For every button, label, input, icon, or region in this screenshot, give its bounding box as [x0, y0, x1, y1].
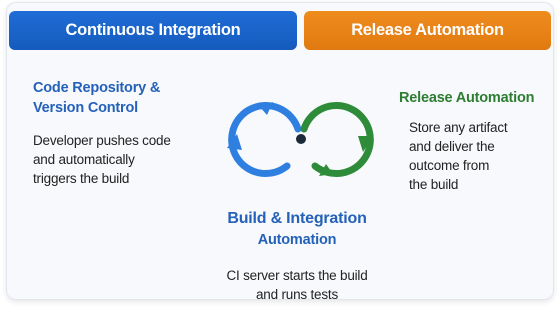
blue-loop-arc: [228, 102, 302, 178]
pipeline-card: Continuous Integration Release Automatio…: [6, 2, 554, 300]
green-loop-arrow-right: [358, 136, 373, 152]
green-loop-arrow-bottom: [319, 164, 333, 176]
release-automation-description-line-2: and deliver the: [409, 139, 495, 154]
tab-release-automation[interactable]: Release Automation: [304, 11, 551, 50]
release-automation-description-line-4: the build: [409, 177, 459, 192]
build-integration-description: CI server starts the build and runs test…: [167, 266, 427, 300]
tab-continuous-integration[interactable]: Continuous Integration: [9, 11, 297, 50]
tab-continuous-integration-label: Continuous Integration: [65, 21, 241, 39]
build-integration-description-line-2: and runs tests: [256, 287, 338, 300]
release-automation-description: Store any artifact and deliver the outco…: [409, 118, 508, 194]
code-repository-heading-line-1: Code Repository &: [33, 80, 161, 96]
build-integration-heading-line-1: Build & Integration: [227, 210, 367, 227]
blue-loop-arrow-left: [227, 134, 242, 150]
build-integration-heading-line-2: Automation: [257, 232, 337, 248]
code-repository-description-line-1: Developer pushes code: [33, 133, 171, 148]
tab-release-automation-label: Release Automation: [351, 21, 504, 39]
code-repository-heading-line-2: Version Control: [33, 100, 138, 116]
loop-center-node: [296, 134, 306, 144]
green-loop-arc: [300, 102, 374, 178]
code-repository-description: Developer pushes code and automatically …: [33, 131, 171, 188]
code-repository-description-line-2: and automatically: [33, 152, 135, 167]
release-automation-description-line-1: Store any artifact: [409, 120, 508, 135]
code-repository-heading: Code Repository & Version Control: [33, 78, 160, 118]
release-automation-heading: Release Automation: [399, 88, 534, 108]
build-integration-heading: Build & Integration Automation: [177, 208, 417, 250]
release-automation-heading-line: Release Automation: [399, 90, 535, 106]
infinity-loop-icon: [227, 102, 374, 178]
release-automation-description-line-3: outcome from: [409, 158, 490, 173]
code-repository-description-line-3: triggers the build: [33, 171, 130, 186]
blue-loop-arrow-top: [259, 102, 273, 115]
build-integration-description-line-1: CI server starts the build: [226, 268, 368, 283]
